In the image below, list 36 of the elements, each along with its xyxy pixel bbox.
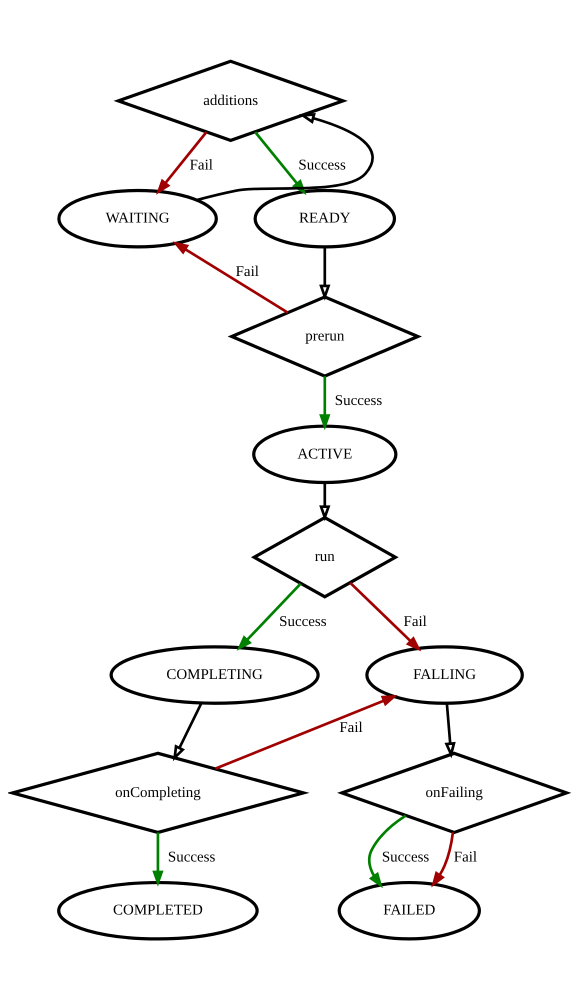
arrow <box>152 832 164 886</box>
arrow <box>444 702 456 758</box>
arrow <box>156 130 208 194</box>
arrow <box>214 694 398 770</box>
edge-label: Fail <box>404 613 427 630</box>
edge-label: Fail <box>190 157 213 174</box>
node-ellipse: COMPLETING <box>110 644 320 704</box>
edge-label: Success <box>382 849 430 866</box>
node-ellipse: READY <box>254 188 396 248</box>
arrow <box>319 246 330 300</box>
node-ellipse: WAITING <box>57 188 218 248</box>
edge-label: Success <box>298 157 346 174</box>
edge-label: Success <box>279 613 327 630</box>
edge-label: Fail <box>339 720 363 736</box>
arrow <box>172 240 288 314</box>
node-diamond: additions <box>114 59 348 142</box>
arrow <box>319 376 330 430</box>
arrow <box>319 482 330 521</box>
arrow <box>368 814 406 888</box>
arrow <box>431 832 454 888</box>
node-diamond: onFailing <box>337 751 571 834</box>
arrow <box>349 581 422 651</box>
node-ellipse: ACTIVE <box>252 424 398 484</box>
node-diamond: run <box>250 515 399 598</box>
edge-label: Fail <box>454 849 478 866</box>
node-ellipse: FALLING <box>365 644 524 704</box>
arrow <box>172 702 203 761</box>
edge-label: Success <box>168 849 216 866</box>
edge-label: Fail <box>236 263 259 280</box>
node-diamond: prerun <box>228 294 422 378</box>
arrow <box>236 582 302 650</box>
arrow <box>196 112 374 201</box>
edge-label: Success <box>334 392 382 409</box>
node-ellipse: COMPLETED <box>57 880 259 940</box>
node-ellipse: FAILED <box>338 880 481 940</box>
node-diamond: onCompleting <box>8 751 310 834</box>
